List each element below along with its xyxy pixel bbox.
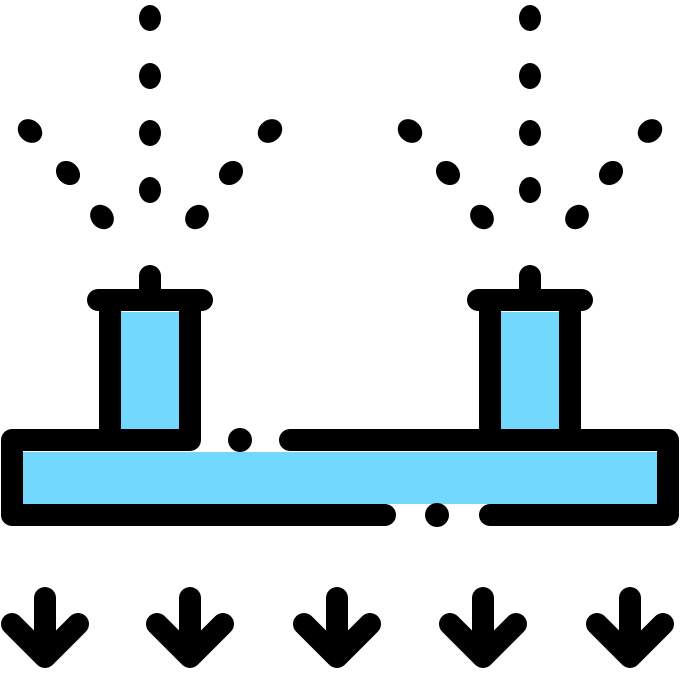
- down-arrows: [1, 587, 674, 668]
- pipe-water: [22, 452, 658, 504]
- right-nozzle-water: [501, 312, 559, 442]
- down-arrow-icon: [293, 587, 381, 668]
- left-nozzle-water: [121, 312, 179, 442]
- water-spray-dots-icon: [17, 5, 663, 527]
- down-arrow-icon: [1, 587, 89, 668]
- down-arrow-icon: [146, 587, 234, 668]
- water-fill: [22, 312, 658, 504]
- left-sprinkler-head-icon: [87, 265, 213, 451]
- down-arrow-icon: [586, 587, 674, 668]
- pipe-icon: [1, 429, 679, 526]
- down-arrow-icon: [439, 587, 527, 668]
